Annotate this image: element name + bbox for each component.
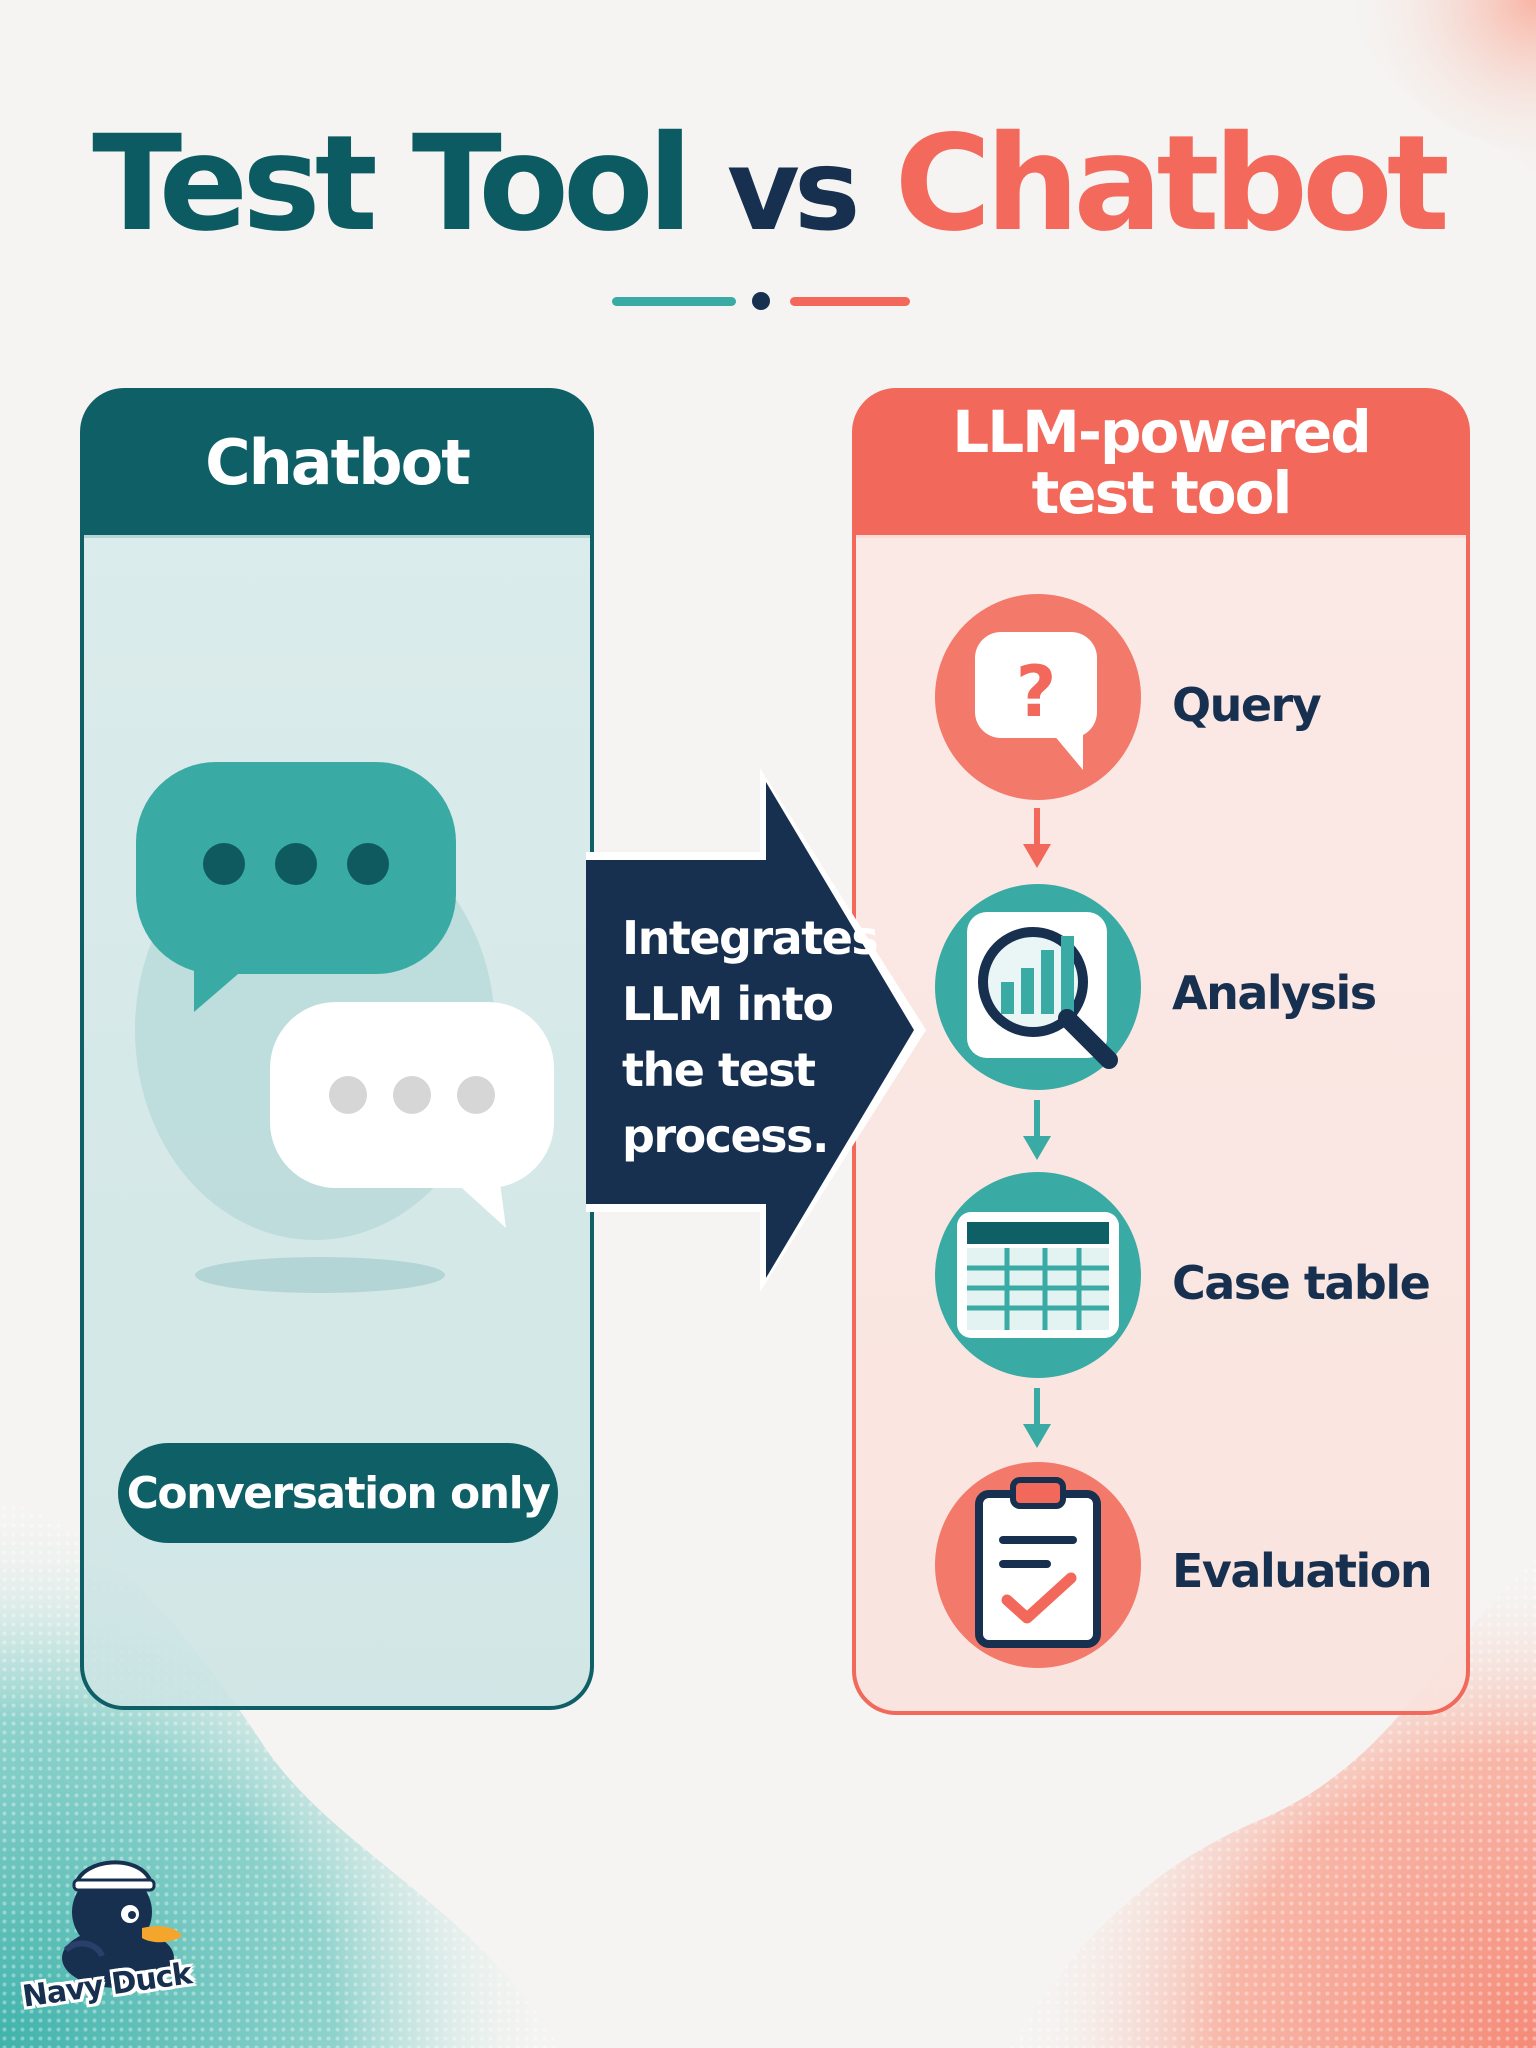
table-icon bbox=[957, 1212, 1119, 1338]
magnifier-chart-icon bbox=[967, 912, 1118, 1069]
title-test-tool: Test Tool bbox=[92, 107, 693, 261]
arrow-down-icon bbox=[1023, 808, 1051, 868]
svg-text:?: ? bbox=[1016, 651, 1057, 733]
step-analysis-label: Analysis bbox=[1172, 966, 1377, 1020]
arrow-caption-line3: the test bbox=[622, 1043, 816, 1097]
page-title: Test Tool vs Chatbot bbox=[0, 118, 1536, 250]
test-tool-title-line1: LLM-powered bbox=[952, 398, 1371, 467]
arrow-caption-line1: Integrates bbox=[622, 911, 879, 965]
big-arrow-icon bbox=[586, 768, 926, 1292]
chatbot-panel-title: Chatbot bbox=[205, 426, 471, 500]
title-chatbot: Chatbot bbox=[894, 107, 1450, 261]
arrow-caption-line2: LLM into bbox=[622, 977, 834, 1031]
conversation-only-badge: Conversation only bbox=[118, 1443, 558, 1543]
arrow-caption-line4: process. bbox=[622, 1109, 829, 1163]
arrow-caption: Integrates LLM into the test process. bbox=[622, 905, 879, 1169]
arrow-down-icon bbox=[1023, 1388, 1051, 1448]
chat-bubbles-icon bbox=[135, 762, 554, 1293]
navy-duck-logo-icon bbox=[62, 1860, 182, 1988]
title-vs: vs bbox=[726, 126, 861, 256]
step-evaluation-label: Evaluation bbox=[1172, 1544, 1433, 1598]
clipboard-check-icon bbox=[975, 1477, 1101, 1648]
step-case-table-label: Case table bbox=[1172, 1256, 1431, 1310]
title-divider bbox=[612, 292, 910, 310]
question-bubble-icon: ? bbox=[975, 632, 1097, 770]
chatbot-panel-header: Chatbot bbox=[80, 388, 594, 538]
step-query-label: Query bbox=[1172, 678, 1322, 732]
test-tool-panel-header: LLM-powered test tool bbox=[852, 388, 1470, 538]
test-tool-title-line2: test tool bbox=[1031, 459, 1293, 527]
arrow-down-icon bbox=[1023, 1100, 1051, 1160]
conversation-only-label: Conversation only bbox=[126, 1467, 551, 1519]
